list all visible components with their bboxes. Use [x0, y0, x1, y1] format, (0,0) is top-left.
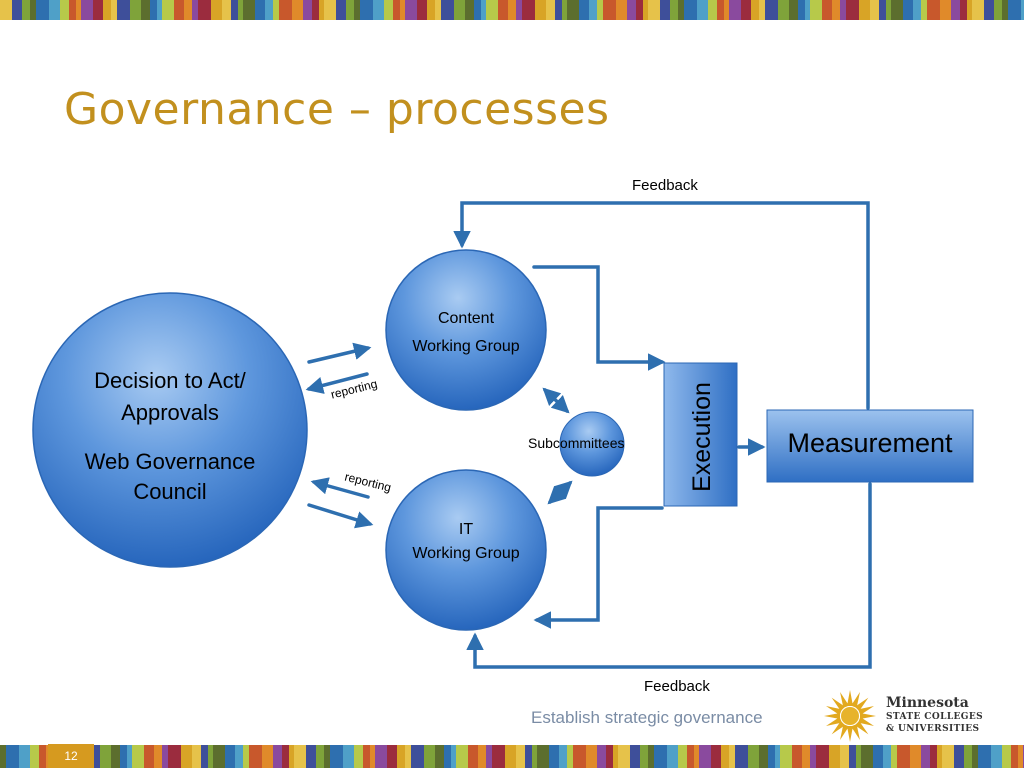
subcommittees-label: Subcommittees: [528, 435, 625, 451]
arrow-council-to-content: [307, 342, 372, 364]
subcommittees-circle: [559, 411, 625, 477]
logo-wordmark: Minnesota STATE COLLEGES & UNIVERSITIES: [886, 695, 983, 735]
arrow-execution-to-it: [533, 506, 664, 629]
council-line-3: Web Governance: [84, 449, 256, 474]
arrow-content-reporting: [305, 372, 369, 394]
minnesota-state-logo: Minnesota STATE COLLEGES & UNIVERSITIES: [822, 690, 992, 742]
measurement-label: Measurement: [787, 428, 953, 458]
arrow-council-to-it: [307, 503, 374, 529]
top-stripe-border: [0, 0, 1024, 20]
execution-label: Execution: [688, 382, 716, 492]
arrow-it-reporting: [310, 477, 370, 499]
it-working-group-circle: [385, 469, 547, 631]
execution-box: [663, 362, 738, 507]
logo-line-1: Minnesota: [886, 695, 969, 711]
arrow-content-to-execution: [532, 265, 666, 371]
logo-line-3: & UNIVERSITIES: [886, 724, 980, 734]
content-group-line-2: Working Group: [412, 338, 520, 355]
council-line-2: Approvals: [121, 400, 219, 425]
sunburst-logo-icon: [824, 690, 876, 742]
content-group-line-1: Content: [437, 310, 495, 327]
content-working-group-circle: [385, 249, 547, 411]
logo-line-2: STATE COLLEGES: [886, 712, 984, 722]
it-group-line-2: Working Group: [412, 545, 520, 562]
arrow-it-subcommittees: [547, 480, 573, 505]
council-line-4: Council: [133, 479, 207, 504]
arrow-content-subcommittees: [542, 387, 570, 414]
feedback-label-bottom: Feedback: [644, 678, 710, 695]
content-working-group-label: Content Working Group: [386, 305, 546, 361]
slide-title: Governance – processes: [64, 84, 610, 135]
bottom-stripe-border: [0, 745, 1024, 768]
feedback-label-top: Feedback: [632, 177, 698, 194]
footer-tagline: Establish strategic governance: [531, 708, 763, 727]
it-group-line-1: IT: [458, 521, 474, 538]
measurement-box: [766, 409, 974, 483]
council-label: Decision to Act/ Approvals Web Governanc…: [48, 365, 292, 507]
it-working-group-label: IT Working Group: [386, 518, 546, 566]
feedback-loop-top: [453, 201, 870, 410]
feedback-loop-bottom: [466, 482, 872, 669]
page-number: 12: [48, 744, 94, 768]
council-circle: [32, 292, 308, 568]
council-line-1: Decision to Act/: [94, 368, 246, 393]
